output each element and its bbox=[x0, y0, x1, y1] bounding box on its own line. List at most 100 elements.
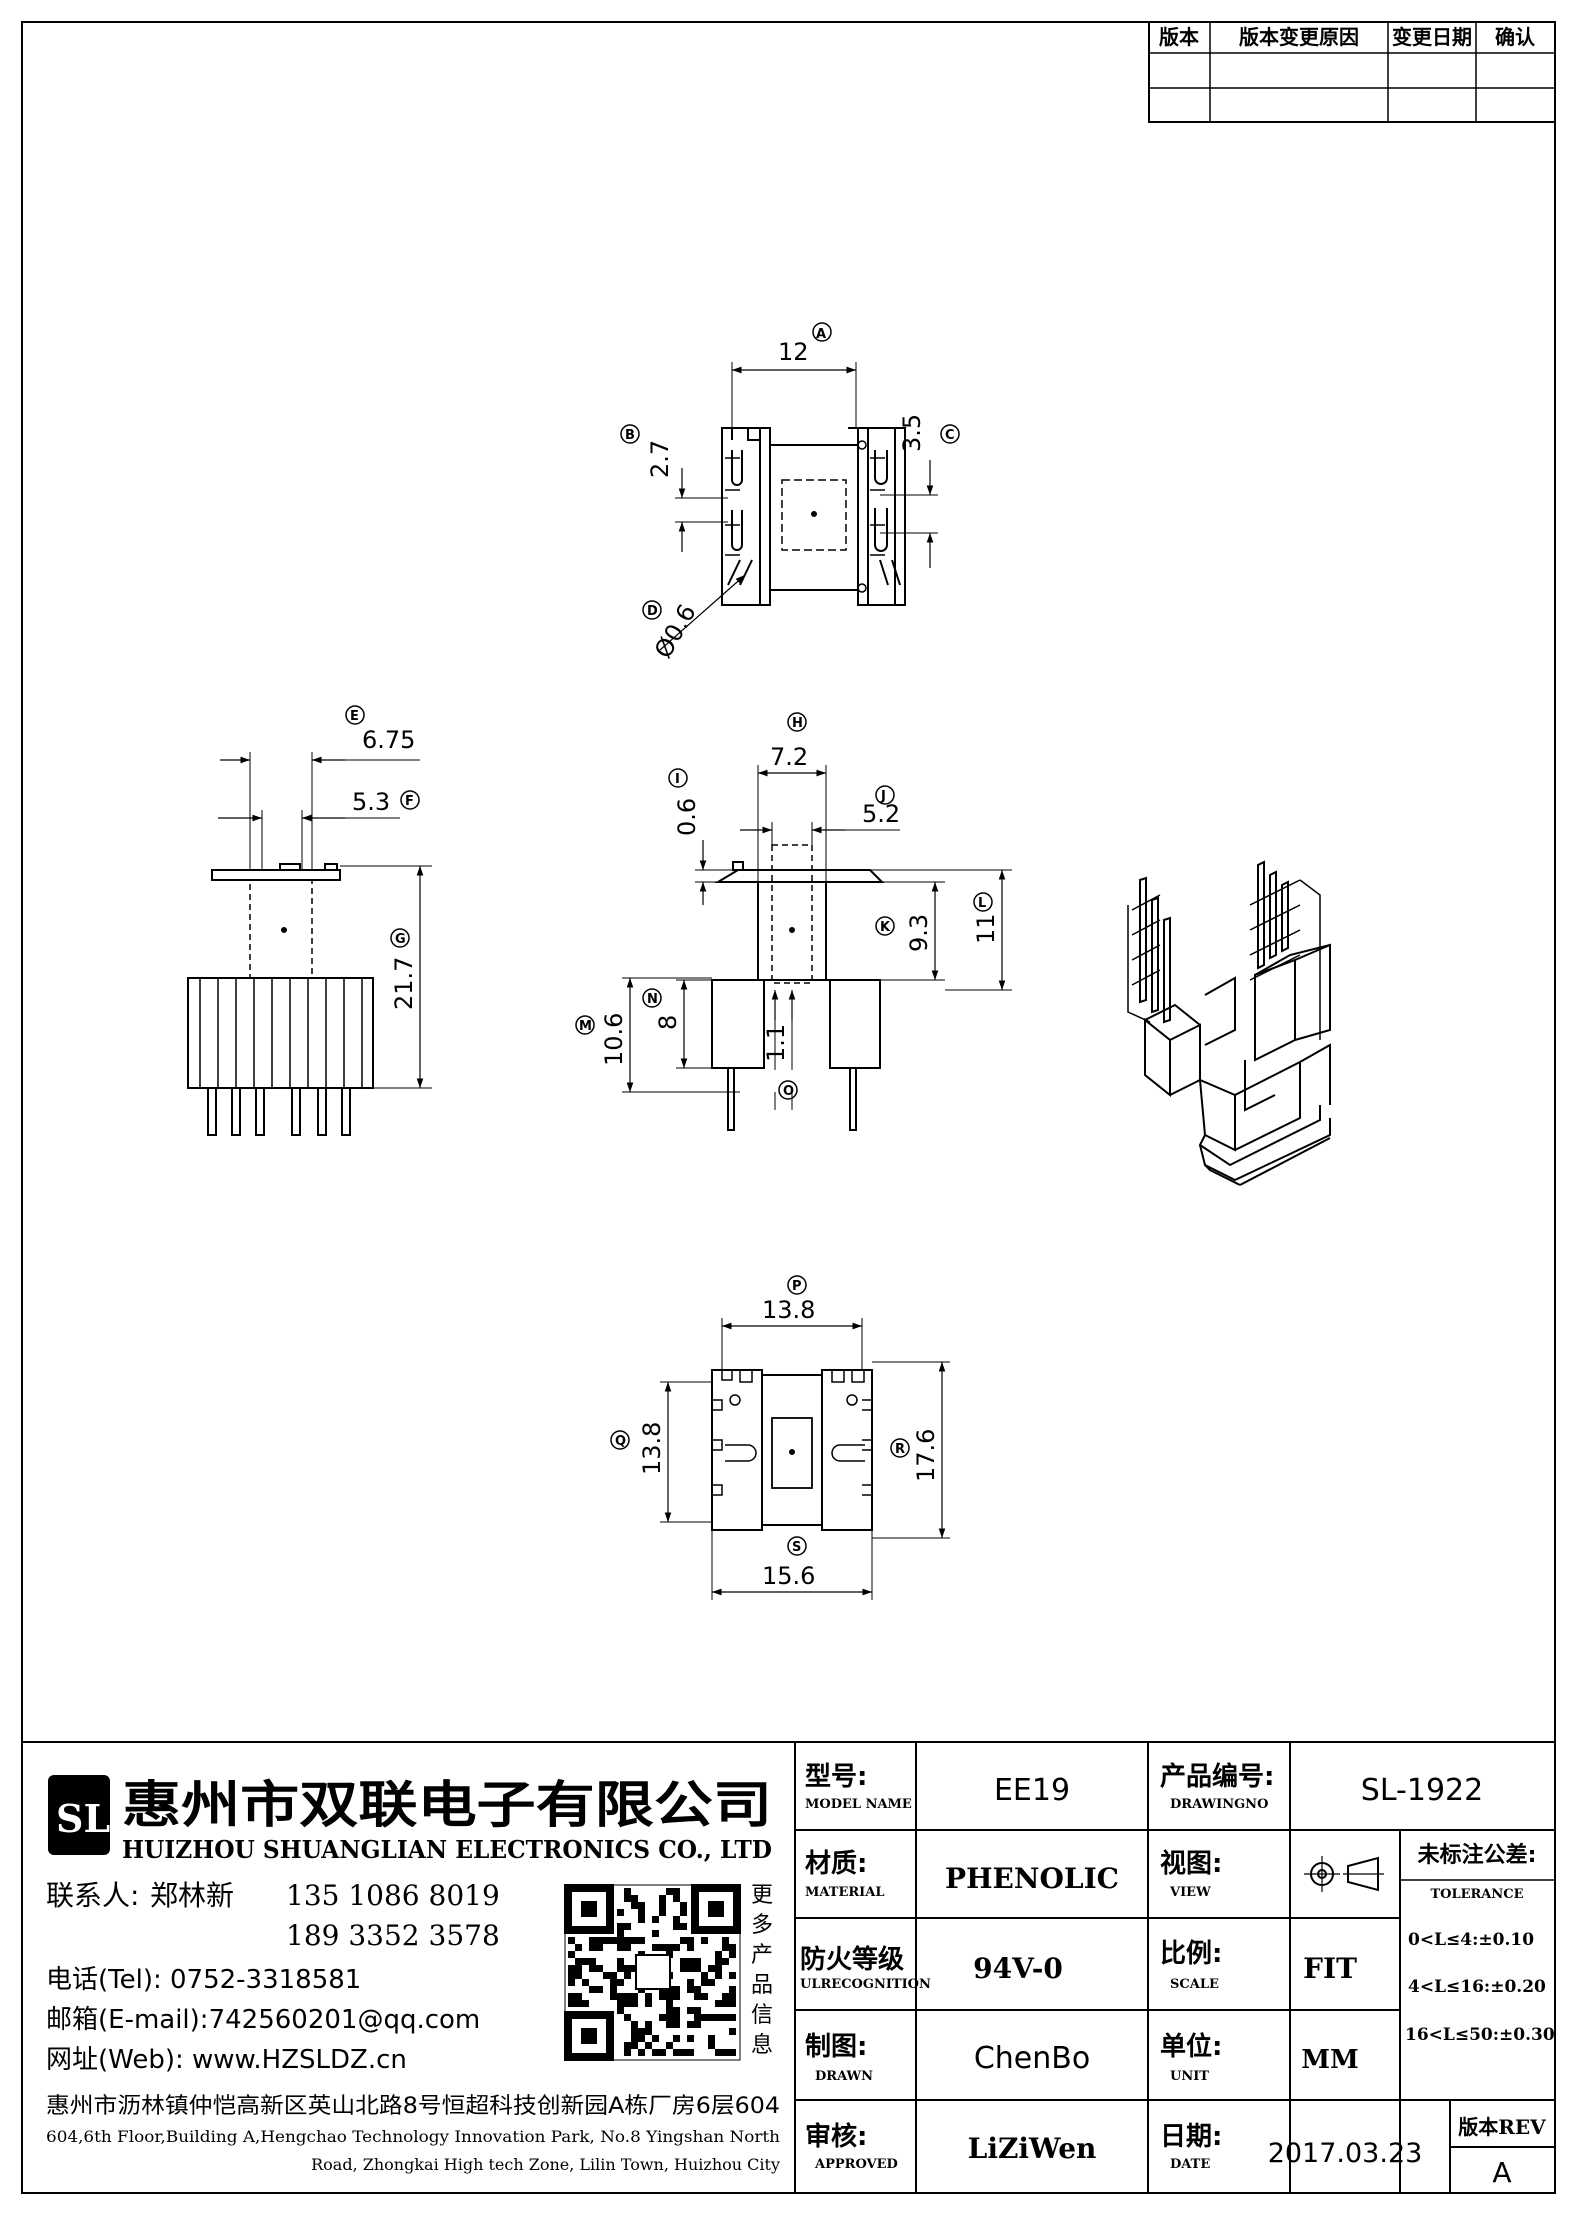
flame-label-en: ULRECOGNITION bbox=[800, 1977, 931, 1992]
qr-module bbox=[666, 1888, 673, 1895]
drawing-no-value: SL-1922 bbox=[1361, 1773, 1483, 1808]
qr-module bbox=[652, 1944, 659, 1951]
date-label: 日期: bbox=[1160, 2122, 1222, 2152]
qr-module bbox=[673, 2014, 680, 2021]
qr-module bbox=[708, 2035, 715, 2042]
dim-c-value: 3.5 bbox=[898, 414, 926, 452]
qr-module bbox=[694, 2007, 701, 2014]
qr-module bbox=[631, 1937, 638, 1944]
qr-module bbox=[687, 1937, 694, 1944]
qr-module bbox=[701, 2014, 708, 2021]
top-view-labels: 12 A 2.7 B 3.5 C Ø0.6 D bbox=[620, 322, 960, 663]
drawing-no-label-en: DRAWINGNO bbox=[1170, 1797, 1268, 1812]
model-label: 型号: bbox=[805, 1762, 867, 1792]
flame-value: 94V-0 bbox=[973, 1952, 1063, 1985]
qr-module bbox=[687, 1986, 694, 1993]
qr-module bbox=[568, 1951, 575, 1958]
qr-module bbox=[680, 1965, 687, 1972]
qr-module bbox=[624, 1888, 631, 1895]
qr-module bbox=[666, 1993, 673, 2000]
qr-module bbox=[680, 1902, 687, 1909]
qr-module bbox=[582, 1958, 589, 1965]
qr-module bbox=[701, 1979, 708, 1986]
contact-name: 郑林新 bbox=[150, 1879, 234, 1912]
material-label: 材质: bbox=[805, 1849, 867, 1879]
qr-module bbox=[589, 1958, 596, 1965]
qr-module bbox=[582, 2000, 589, 2007]
qr-module bbox=[666, 2000, 673, 2007]
qr-module bbox=[638, 1916, 645, 1923]
qr-module bbox=[568, 1972, 575, 1979]
qr-module bbox=[568, 1979, 575, 1986]
qr-module bbox=[722, 2014, 729, 2021]
qr-module bbox=[715, 1965, 722, 1972]
qr-module bbox=[687, 1944, 694, 1951]
qr-module bbox=[624, 2042, 631, 2049]
material-label-en: MATERIAL bbox=[805, 1885, 884, 1900]
date-label-en: DATE bbox=[1170, 2157, 1210, 2172]
drawn-label: 制图: bbox=[805, 2032, 867, 2062]
dim-h-letter: H bbox=[792, 716, 803, 731]
qr-module bbox=[687, 1958, 694, 1965]
qr-module bbox=[645, 2021, 652, 2028]
front-view-labels: 7.2 H 5.2 J 0.6 I 9.3 K 11 L 10.6 M 8 N … bbox=[575, 712, 1000, 1100]
dim-d-letter: D bbox=[647, 604, 658, 619]
qr-module bbox=[624, 2000, 631, 2007]
qr-module bbox=[631, 2035, 638, 2042]
logo-text: SL bbox=[56, 1796, 110, 1841]
qr-module bbox=[722, 1937, 729, 1944]
qr-module bbox=[708, 2042, 715, 2049]
qr-module bbox=[589, 1937, 596, 1944]
qr-module bbox=[638, 2049, 645, 2056]
qr-module bbox=[589, 1944, 596, 1951]
title-block-grid bbox=[795, 1742, 1555, 2193]
svg-text:息: 息 bbox=[751, 2033, 773, 2058]
qr-module bbox=[722, 2049, 729, 2056]
qr-module bbox=[694, 1965, 701, 1972]
dim-a-letter: A bbox=[816, 327, 826, 342]
qr-module bbox=[631, 2028, 638, 2035]
qr-module bbox=[624, 1923, 631, 1930]
tolerance-row-3: 16<L≤50:±0.30 bbox=[1405, 2025, 1555, 2045]
svg-text:多: 多 bbox=[751, 1913, 773, 1938]
qr-module bbox=[687, 2035, 694, 2042]
qr-module bbox=[617, 1909, 624, 1916]
dim-p-value: 13.8 bbox=[762, 1296, 815, 1324]
dim-q-letter: Q bbox=[615, 1434, 626, 1449]
qr-module bbox=[729, 2049, 736, 2056]
qr-module bbox=[575, 2000, 582, 2007]
qr-module bbox=[687, 2007, 694, 2014]
approved-label-en: APPROVED bbox=[814, 2157, 898, 2172]
qr-module bbox=[659, 1993, 666, 2000]
rev-value: A bbox=[1492, 2156, 1511, 2189]
dim-r-value: 17.6 bbox=[912, 1429, 940, 1482]
qr-module bbox=[715, 1958, 722, 1965]
qr-module bbox=[617, 1965, 624, 1972]
qr-module bbox=[694, 2021, 701, 2028]
contact-phone-1: 135 1086 8019 bbox=[286, 1879, 500, 1912]
scale-label-en: SCALE bbox=[1170, 1977, 1219, 1992]
dim-k-letter: K bbox=[880, 920, 891, 935]
qr-module bbox=[673, 1895, 680, 1902]
dim-p-letter: P bbox=[792, 1279, 802, 1294]
qr-module bbox=[631, 1965, 638, 1972]
qr-module bbox=[666, 2014, 673, 2021]
qr-module bbox=[575, 1993, 582, 2000]
qr-module bbox=[617, 1937, 624, 1944]
qr-module bbox=[659, 1895, 666, 1902]
qr-module bbox=[610, 1979, 617, 1986]
qr-module bbox=[631, 2000, 638, 2007]
qr-module bbox=[610, 1937, 617, 1944]
qr-module bbox=[624, 2049, 631, 2056]
qr-module bbox=[729, 2000, 736, 2007]
svg-text:品: 品 bbox=[751, 1973, 773, 1998]
address-en-2: Road, Zhongkai High tech Zone, Lilin Tow… bbox=[311, 2155, 780, 2174]
rev-header-date: 变更日期 bbox=[1392, 25, 1472, 49]
qr-module bbox=[610, 1986, 617, 1993]
qr-module bbox=[589, 1986, 596, 1993]
qr-module bbox=[729, 1972, 736, 1979]
qr-module bbox=[687, 1965, 694, 1972]
company-info: 惠州市双联电子有限公司 HUIZHOU SHUANGLIAN ELECTRONI… bbox=[46, 1776, 780, 2174]
qr-code bbox=[564, 1884, 741, 2061]
rev-header-confirm: 确认 bbox=[1495, 25, 1536, 49]
